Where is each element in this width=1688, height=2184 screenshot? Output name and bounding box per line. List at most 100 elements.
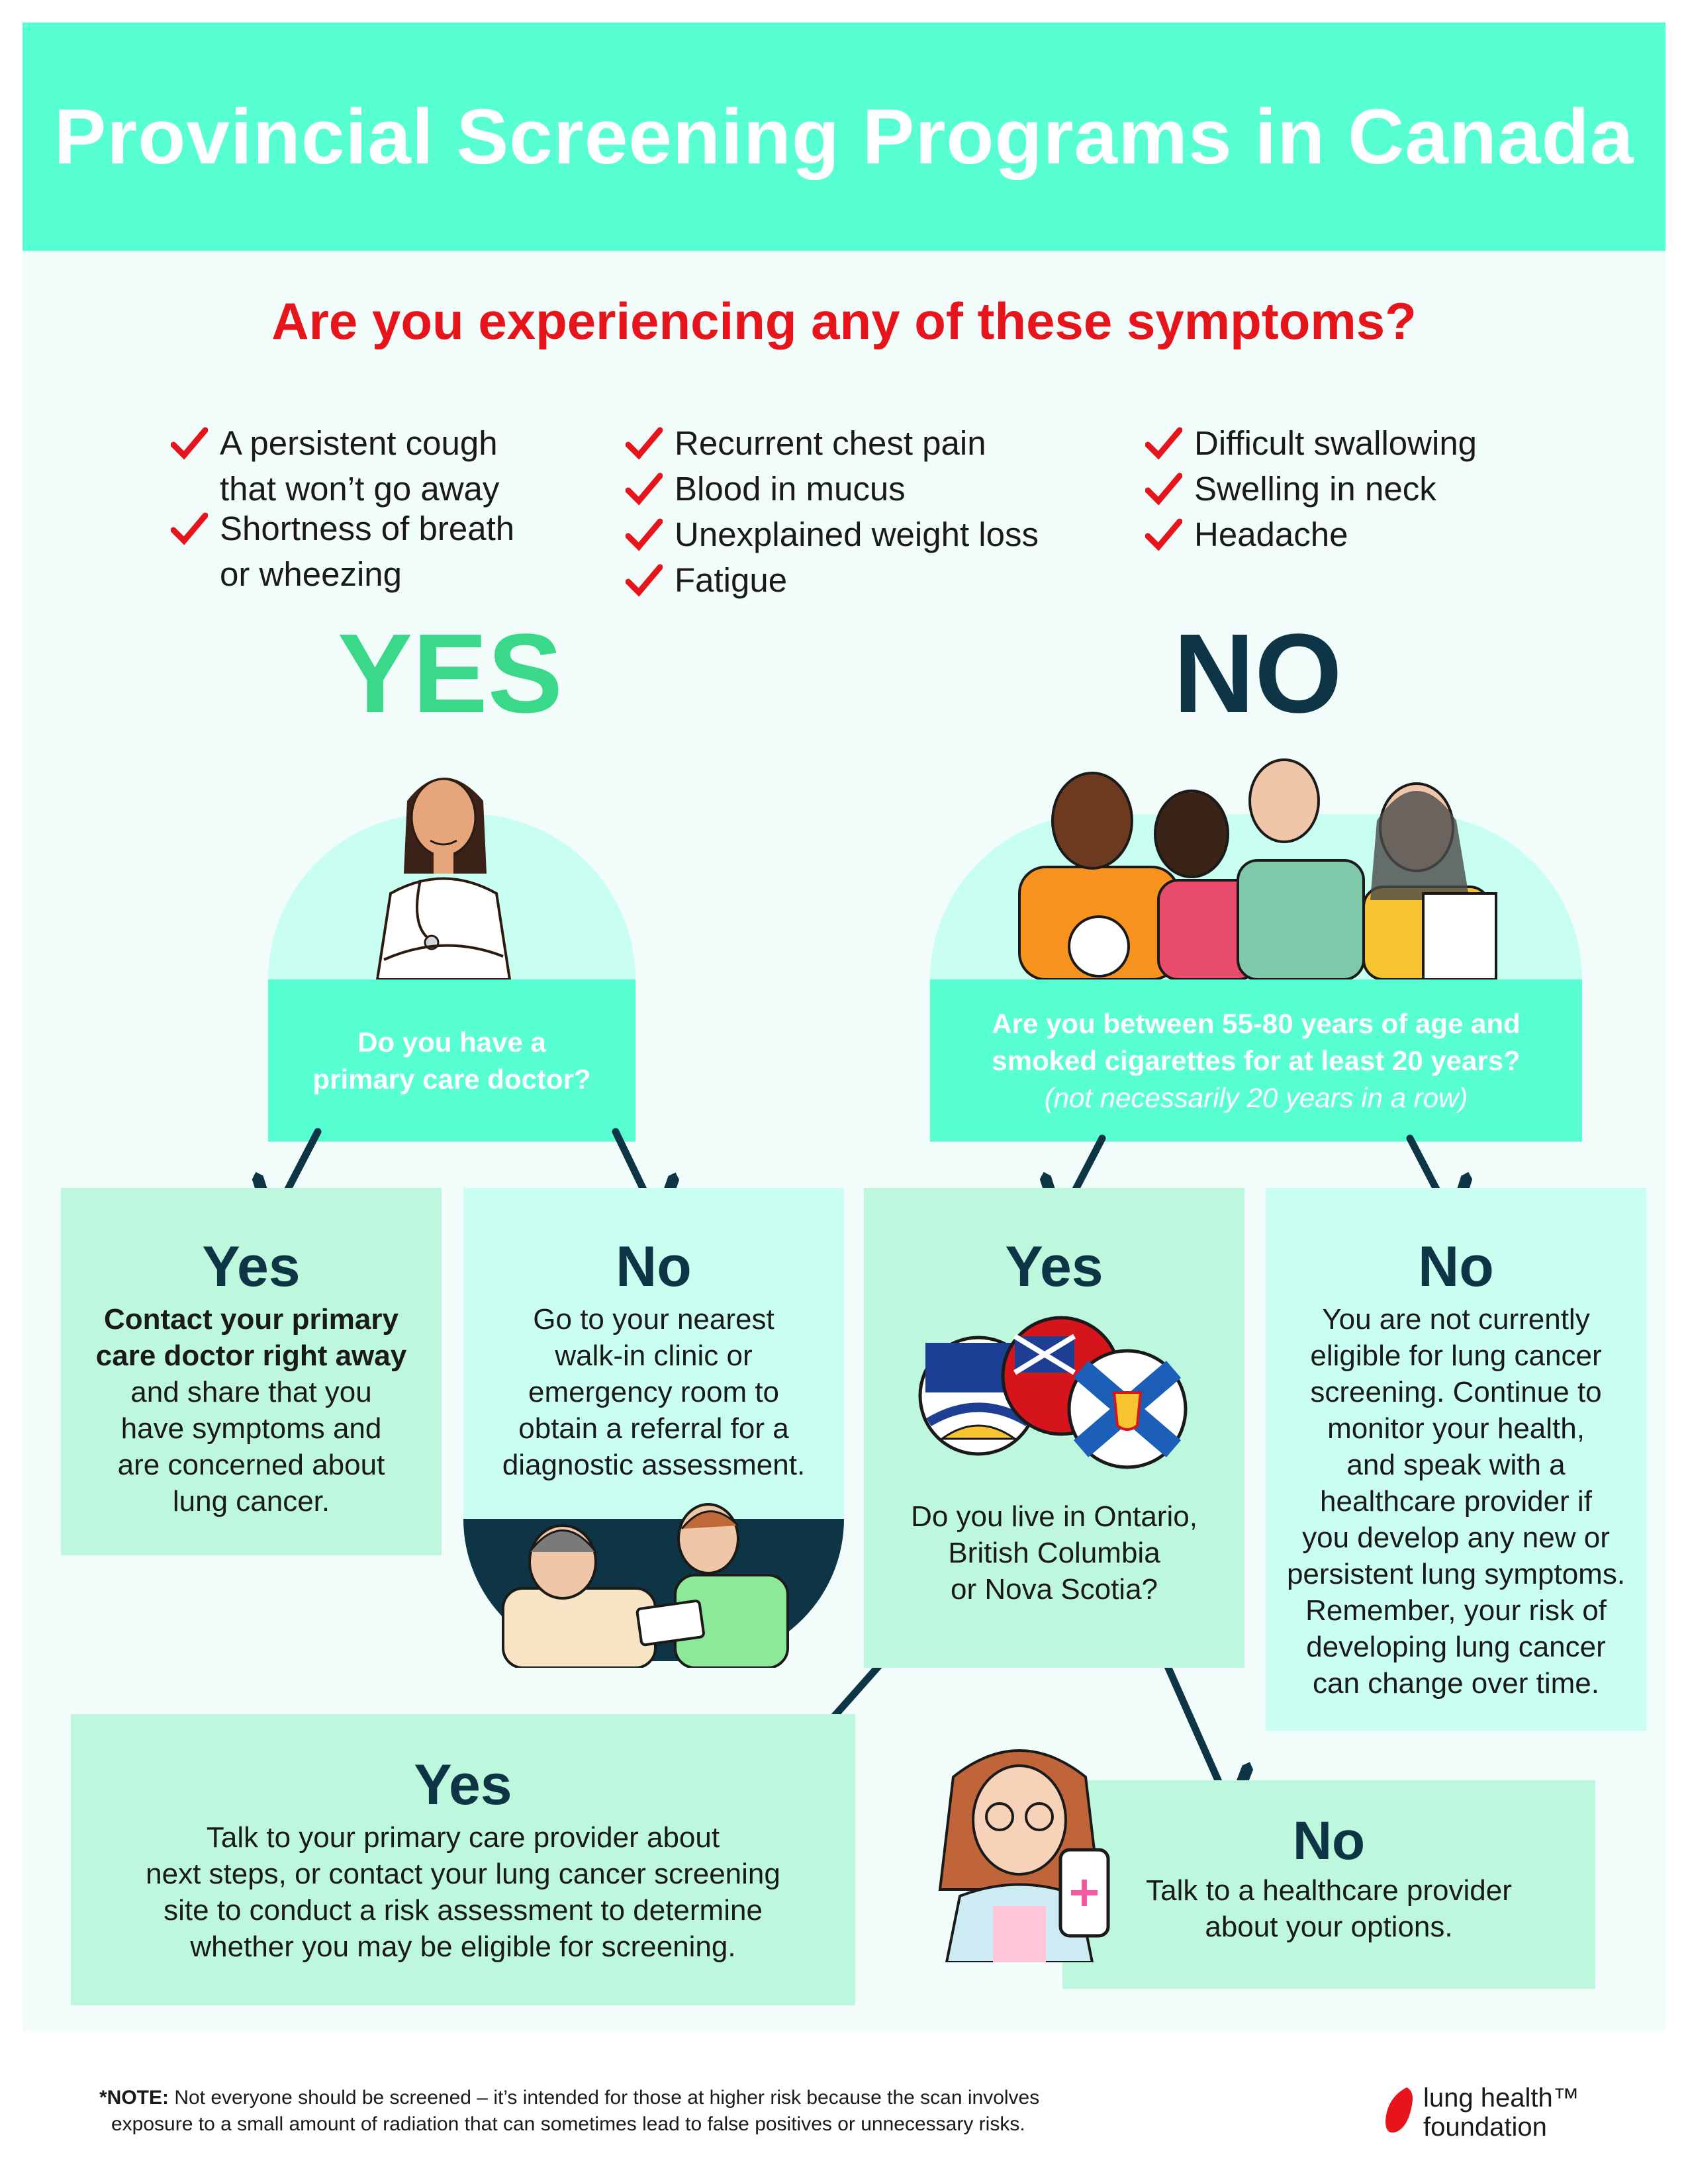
symptom-text: that won’t go away [220, 470, 500, 508]
checkmark-icon [1145, 515, 1194, 561]
people-group-illustration [1018, 758, 1497, 979]
card-line: British Columbia [948, 1537, 1160, 1569]
symptom-item: Swelling in neck [1145, 469, 1477, 515]
symptom-item: that won’t go away [171, 469, 514, 509]
symptom-text: A persistent cough [220, 424, 498, 462]
symptom-text: Headache [1194, 516, 1348, 553]
question-line: Are you between 55-80 years of age and [992, 1007, 1521, 1039]
card-heading: Yes [1005, 1235, 1103, 1298]
symptom-item: Fatigue [625, 561, 1039, 606]
card-line: and speak with a [1346, 1449, 1566, 1481]
primary-care-question: Do you have a primary care doctor? [268, 979, 635, 1142]
card-line: next steps, or contact your lung cancer … [146, 1858, 780, 1890]
checkmark-icon [1145, 469, 1194, 515]
checkmark-icon [170, 509, 220, 555]
symptom-item: Shortness of breath [170, 509, 515, 555]
symptom-text: Shortness of breath [220, 510, 515, 547]
card-line: developing lung cancer [1306, 1631, 1606, 1663]
symptom-text: Recurrent chest pain [675, 424, 986, 462]
card-heading: No [616, 1235, 692, 1298]
card-line: persistent lung symptoms. [1286, 1558, 1626, 1590]
card-line: Do you live in Ontario, [911, 1500, 1197, 1533]
symptom-item: Recurrent chest pain [625, 424, 1039, 469]
symptom-text: Unexplained weight loss [675, 516, 1039, 553]
symptom-column-1: A persistent cough that won’t go away Sh… [170, 424, 515, 594]
page-title: Provincial Screening Programs in Canada [54, 93, 1634, 181]
question-subtext: (not necessarily 20 years in a row) [1044, 1081, 1468, 1113]
card-line: Talk to a healthcare provider [1146, 1874, 1512, 1907]
symptom-text: Swelling in neck [1194, 470, 1436, 508]
province-yes-card: Yes Talk to your primary care provider a… [71, 1714, 855, 2005]
card-line: Contact your primary [104, 1303, 399, 1336]
card-heading: No [1418, 1235, 1494, 1298]
card-line: healthcare provider if [1320, 1485, 1592, 1518]
no-heading: NO [1173, 611, 1342, 737]
footer-note: *NOTE: Not everyone should be screened –… [99, 2085, 1390, 2138]
symptom-text: or wheezing [220, 555, 402, 593]
card-line: You are not currently [1322, 1303, 1590, 1336]
symptom-item: Difficult swallowing [1145, 424, 1477, 469]
card-heading: No [1292, 1811, 1366, 1871]
card-line: lung cancer. [172, 1485, 330, 1518]
question-line: primary care doctor? [312, 1063, 591, 1095]
symptom-item: Blood in mucus [625, 469, 1039, 515]
card-line: emergency room to [528, 1376, 780, 1408]
symptom-text: Fatigue [675, 561, 788, 599]
card-line: site to conduct a risk assessment to det… [164, 1894, 763, 1927]
card-line: walk-in clinic or [555, 1340, 753, 1372]
checkmark-icon [625, 515, 675, 561]
symptom-text: Difficult swallowing [1194, 424, 1477, 462]
card-line: you develop any new or [1302, 1522, 1610, 1554]
card-line: eligible for lung cancer [1310, 1340, 1602, 1372]
no-doctor-card: No Go to your nearest walk-in clinic or … [463, 1188, 844, 1519]
symptom-question: Are you experiencing any of these sympto… [271, 292, 1417, 350]
card-line: care doctor right away [95, 1340, 407, 1372]
lung-health-logo: lung health™ foundation [1423, 2083, 1579, 2142]
checkmark-icon [170, 424, 220, 469]
symptom-item: Unexplained weight loss [625, 515, 1039, 561]
logo-line: lung health™ [1423, 2083, 1579, 2113]
card-line: and share that you [130, 1376, 372, 1408]
doctor-illustration [375, 778, 512, 979]
symptom-column-3: Difficult swallowing Swelling in neck He… [1145, 424, 1477, 561]
province-no-card: No Talk to a healthcare provider about y… [1062, 1780, 1595, 1989]
card-line: Go to your nearest [533, 1303, 774, 1336]
note-line: Not everyone should be screened – it’s i… [169, 2087, 1040, 2109]
card-line: screening. Continue to [1310, 1376, 1602, 1408]
card-line: Remember, your risk of [1305, 1594, 1607, 1627]
symptom-item: Headache [1145, 515, 1477, 561]
not-eligible-card: No You are not currently eligible for lu… [1266, 1188, 1646, 1731]
card-line: obtain a referral for a [518, 1412, 789, 1445]
yes-heading: YES [337, 611, 563, 737]
card-line: are concerned about [117, 1449, 385, 1481]
card-line: Talk to your primary care provider about [206, 1821, 720, 1854]
card-line: can change over time. [1313, 1667, 1599, 1700]
card-line: have symptoms and [120, 1412, 382, 1445]
clinic-visit-illustration [502, 1503, 789, 1668]
checkmark-icon [625, 424, 675, 469]
checkmark-icon [1145, 424, 1194, 469]
card-heading: Yes [414, 1753, 512, 1817]
eligible-card: Yes Do you live in Ontario, British Colu… [864, 1188, 1244, 1668]
age-smoking-question: Are you between 55-80 years of age and s… [930, 979, 1582, 1142]
question-line: smoked cigarettes for at least 20 years? [992, 1044, 1521, 1076]
note-line: exposure to a small amount of radiation … [111, 2113, 1025, 2135]
card-line: diagnostic assessment. [502, 1449, 806, 1481]
header-banner [23, 23, 1665, 251]
symptom-text: Blood in mucus [675, 470, 906, 508]
card-line: whether you may be eligible for screenin… [190, 1931, 736, 1963]
woman-phone-illustration [938, 1749, 1110, 1962]
question-line: Do you have a [357, 1026, 546, 1058]
checkmark-icon [625, 469, 675, 515]
card-line: or Nova Scotia? [950, 1573, 1158, 1606]
symptom-column-2: Recurrent chest pain Blood in mucus Unex… [625, 424, 1039, 606]
symptom-item: or wheezing [171, 555, 514, 594]
logo-line: foundation [1423, 2113, 1547, 2142]
card-line: about your options. [1205, 1911, 1453, 1943]
yes-doctor-card: Yes Contact your primary care doctor rig… [61, 1188, 442, 1555]
province-flags-illustration [918, 1316, 1187, 1469]
checkmark-icon [625, 561, 675, 606]
lung-health-logo-icon [1385, 2087, 1413, 2133]
card-line: monitor your health, [1327, 1412, 1585, 1445]
card-heading: Yes [202, 1235, 301, 1298]
